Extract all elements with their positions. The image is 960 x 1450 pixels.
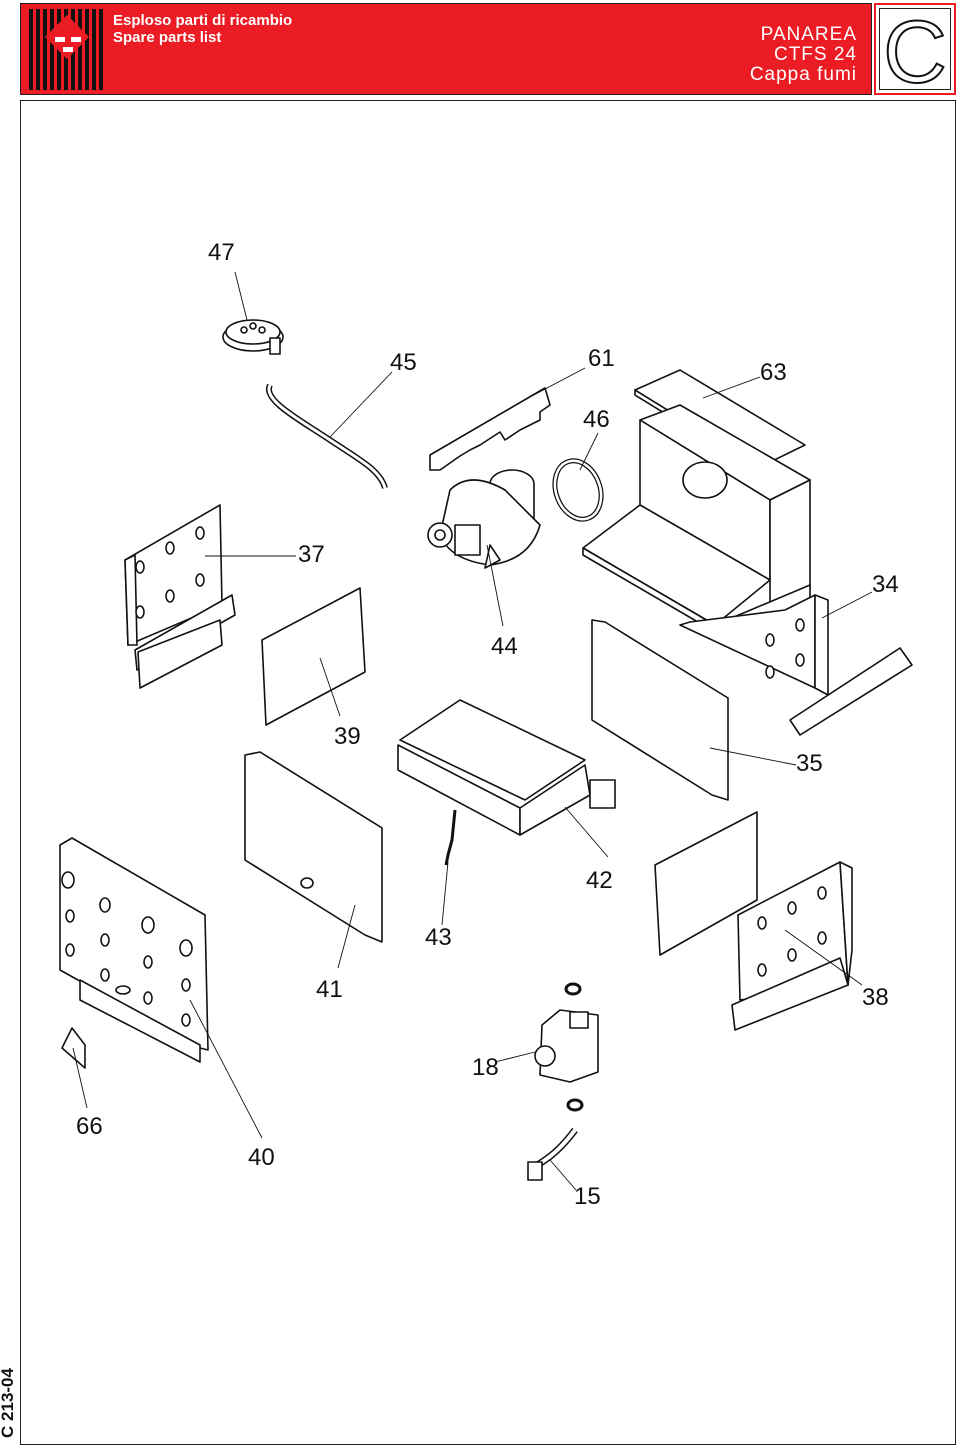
model-name: PANAREA — [760, 24, 857, 45]
part-42-heat-exchanger — [397, 699, 616, 836]
label-part-47: 47 — [208, 239, 235, 266]
drawing-frame — [20, 100, 956, 1445]
section-badge: C — [874, 1, 956, 102]
part-66-sight-glass — [61, 1027, 86, 1069]
brand-logo — [27, 7, 109, 92]
section-name: Cappa fumi — [749, 64, 857, 85]
label-part-46: 46 — [583, 406, 610, 433]
part-34-hood-bracket — [679, 594, 913, 736]
label-part-66: 66 — [76, 1113, 103, 1140]
label-part-34: 34 — [872, 571, 899, 598]
page-code-text: C 213-04 — [0, 1368, 17, 1438]
part-61-fan-bracket — [429, 387, 551, 471]
page-header: Esploso parti di ricambio Spare parts li… — [20, 3, 872, 95]
part-38-side-bracket — [731, 861, 853, 1031]
header-titles: Esploso parti di ricambio Spare parts li… — [113, 12, 292, 46]
title-italian: Esploso parti di ricambio — [113, 12, 293, 29]
part-47-pressure-switch — [222, 319, 284, 355]
part-41-front-insulation — [244, 751, 383, 943]
part-39-side-insulation — [261, 587, 366, 726]
part-number-labels: 47 45 61 63 46 37 34 44 39 35 42 43 41 3… — [76, 239, 899, 1210]
part-44-fan — [427, 469, 541, 569]
part-18-gas-valve — [534, 982, 599, 1112]
part-40-chamber-front — [59, 837, 209, 1063]
label-part-15: 15 — [574, 1183, 601, 1210]
part-46-gasket — [552, 458, 604, 522]
model-variant: CTFS 24 — [773, 44, 857, 65]
label-part-61: 61 — [588, 345, 615, 372]
label-part-39: 39 — [334, 723, 361, 750]
label-part-42: 42 — [586, 867, 613, 894]
header-model-info: PANAREA CTFS 24 Cappa fumi — [750, 25, 857, 85]
label-part-44: 44 — [491, 633, 518, 660]
part-43-ignition-electrode — [444, 809, 457, 866]
section-letter: C — [882, 1, 948, 102]
page-code: C 213-04 — [0, 1358, 28, 1448]
label-part-41: 41 — [316, 976, 343, 1003]
part-right-insulation — [654, 811, 758, 956]
label-part-63: 63 — [760, 359, 787, 386]
label-part-37: 37 — [298, 541, 325, 568]
part-35-side-insulation — [591, 619, 729, 801]
label-part-43: 43 — [425, 924, 452, 951]
part-37-combustion-chamber-rear — [124, 504, 236, 689]
label-part-35: 35 — [796, 750, 823, 777]
label-part-18: 18 — [472, 1054, 499, 1081]
label-part-45: 45 — [390, 349, 417, 376]
title-english: Spare parts list — [113, 29, 222, 46]
label-part-40: 40 — [248, 1144, 275, 1171]
label-part-38: 38 — [862, 984, 889, 1011]
